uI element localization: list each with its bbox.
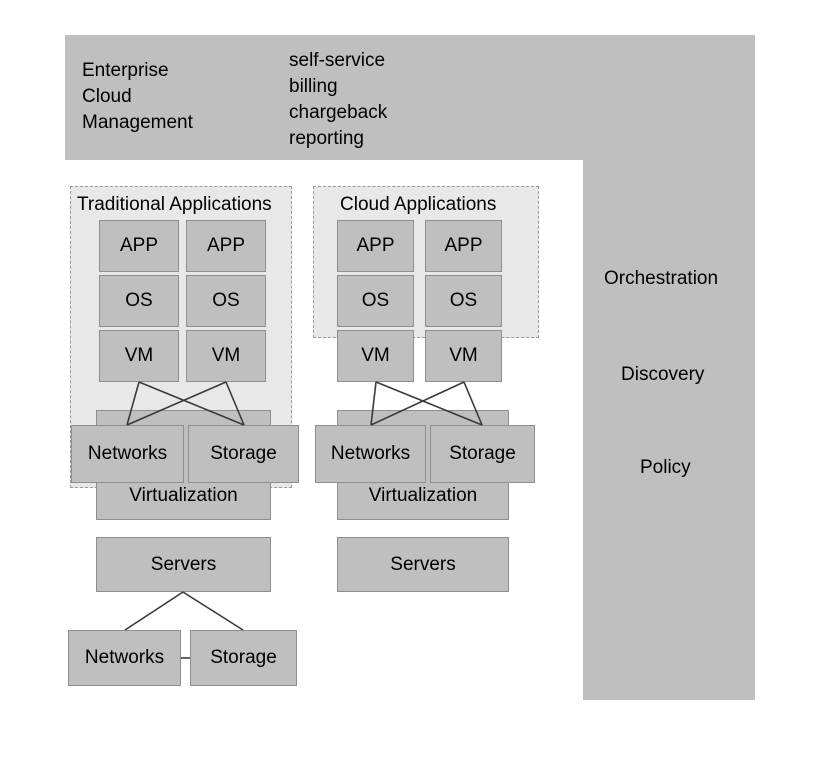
group-traditional-applications-label: Traditional Applications (77, 194, 272, 215)
box-traditional-c2-vm[interactable]: VM (186, 330, 266, 382)
box-cloud-c1-vm[interactable]: VM (337, 330, 414, 382)
box-cloud-c2-os[interactable]: OS (425, 275, 502, 327)
management-band-right (583, 160, 755, 700)
sidebar-item-discovery[interactable]: Discovery (621, 364, 705, 385)
box-traditional-networks[interactable]: Networks (71, 425, 184, 483)
box-traditional-c2-os[interactable]: OS (186, 275, 266, 327)
connector-cloud-vm1-networks (370, 381, 377, 426)
box-cloud-storage[interactable]: Storage (430, 425, 535, 483)
box-traditional-c1-vm[interactable]: VM (99, 330, 179, 382)
connector-trad-servers-networks (124, 591, 184, 631)
box-traditional-c2-app[interactable]: APP (186, 220, 266, 272)
connector-trad-vm2-networks (126, 381, 227, 426)
connector-cloud-vm2-storage (463, 381, 483, 426)
box-traditional-servers[interactable]: Servers (96, 537, 271, 592)
box-traditional-c1-os[interactable]: OS (99, 275, 179, 327)
connector-trad-vm1-storage (138, 381, 245, 426)
group-cloud-applications-label: Cloud Applications (340, 194, 497, 215)
connector-trad-vm2-storage (225, 381, 245, 426)
management-band-top (65, 35, 755, 160)
box-cloud-networks[interactable]: Networks (315, 425, 426, 483)
box-traditional-c1-app[interactable]: APP (99, 220, 179, 272)
sidebar-item-orchestration[interactable]: Orchestration (604, 268, 719, 289)
header-title: Enterprise Cloud Management (82, 60, 193, 133)
connector-cloud-vm1-storage (375, 381, 483, 426)
box-cloud-c2-app[interactable]: APP (425, 220, 502, 272)
connector-trad-servers-storage (182, 591, 244, 631)
box-cloud-servers[interactable]: Servers (337, 537, 509, 592)
header-features: self-service billing chargeback reportin… (289, 50, 388, 149)
box-cloud-c2-vm[interactable]: VM (425, 330, 502, 382)
connector-cloud-vm2-networks (370, 381, 465, 426)
box-traditional-physical-networks[interactable]: Networks (68, 630, 181, 686)
box-traditional-storage[interactable]: Storage (188, 425, 299, 483)
connector-trad-vm1-networks (126, 381, 140, 426)
box-cloud-c1-os[interactable]: OS (337, 275, 414, 327)
box-traditional-physical-storage[interactable]: Storage (190, 630, 297, 686)
sidebar-item-policy[interactable]: Policy (640, 457, 691, 478)
box-cloud-c1-app[interactable]: APP (337, 220, 414, 272)
